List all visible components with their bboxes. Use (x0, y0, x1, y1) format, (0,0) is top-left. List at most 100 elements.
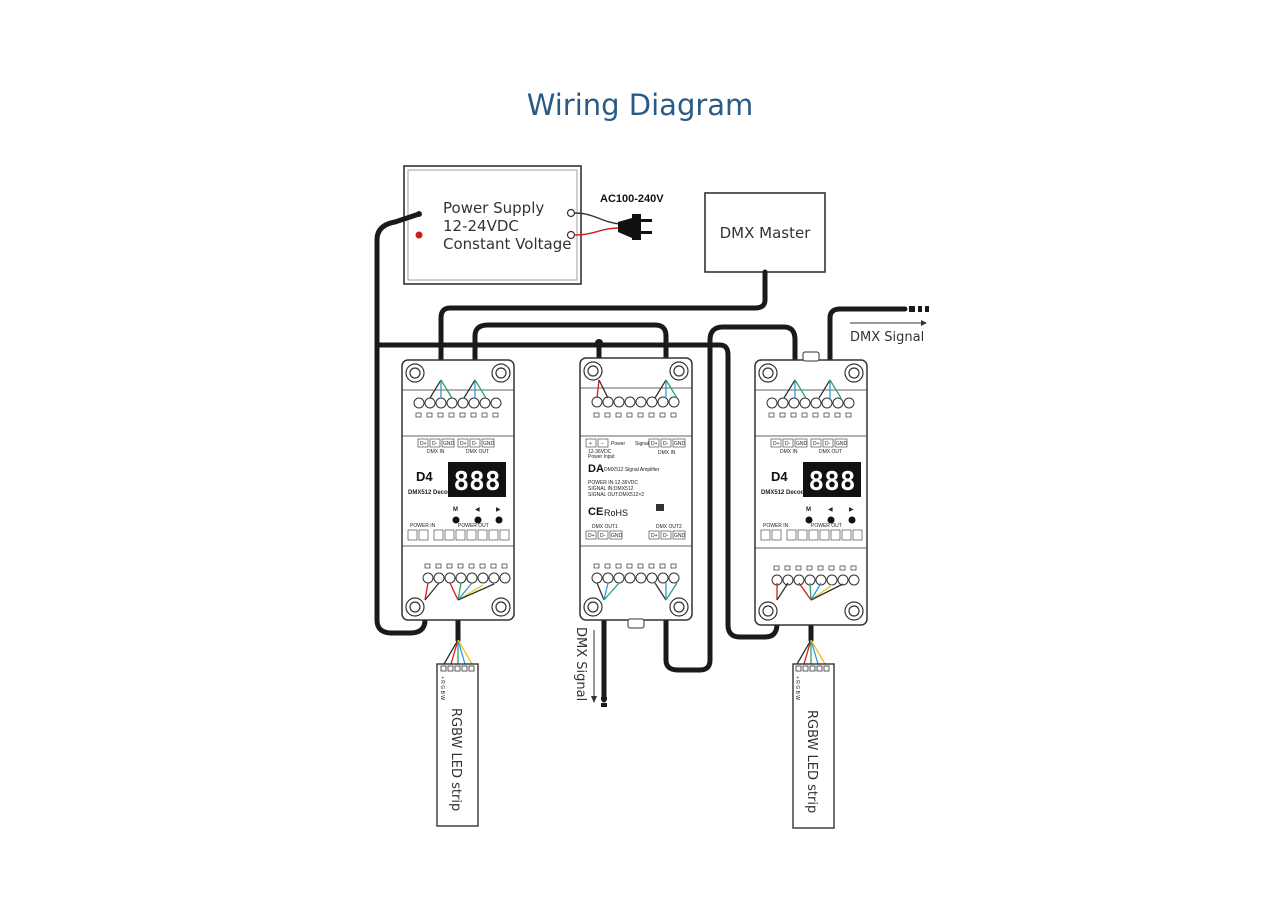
svg-text:POWER IN:12-36VDC: POWER IN:12-36VDC (588, 480, 638, 486)
dmx-out-cable (827, 306, 908, 383)
svg-text:D+: D+ (813, 441, 820, 447)
svg-text:D-: D- (663, 533, 669, 539)
svg-text:M: M (806, 507, 811, 513)
svg-text:GND: GND (836, 441, 848, 447)
svg-text:Power Input: Power Input (588, 454, 615, 460)
svg-text:D+: D+ (420, 441, 427, 447)
decoder-right-display-digits: 888 (809, 467, 856, 497)
svg-text:POWER IN: POWER IN (410, 523, 436, 529)
decoder-left-display (448, 462, 506, 497)
ce-mark: CE (588, 506, 603, 518)
decoder-left-button-right (495, 516, 503, 524)
cable-dashes (601, 306, 929, 707)
amplifier-model: DA (588, 463, 604, 475)
svg-text:GND: GND (674, 533, 686, 539)
decoder-right-display (803, 462, 861, 497)
decoder-right-button-m (805, 516, 813, 524)
svg-text:DMX IN: DMX IN (658, 450, 676, 456)
dmx-signal-label-bottom: DMX Signal (573, 627, 588, 701)
rohs-mark: RoHS (604, 508, 628, 518)
svg-text:GND: GND (796, 441, 808, 447)
decoder-left: D+ D- GND D+ D- GND DMX IN DMX OUT D4 DM… (401, 359, 515, 621)
mains-plug: AC100-240V (573, 193, 664, 240)
svg-text:D+: D+ (773, 441, 780, 447)
svg-text:◀: ◀ (828, 507, 833, 513)
svg-text:D-: D- (600, 533, 606, 539)
terminal-wires (424, 379, 844, 665)
svg-text:D+: D+ (588, 533, 595, 539)
psu-positive-terminal (415, 231, 423, 239)
weee-icon (656, 504, 664, 511)
decoder-left-display-digits: 888 (454, 467, 501, 497)
svg-text:M: M (453, 507, 458, 513)
svg-text:▶: ▶ (849, 507, 854, 513)
svg-text:DMX IN: DMX IN (427, 449, 445, 455)
power-supply-line2: 12-24VDC (443, 217, 519, 235)
led-strip-left-label: RGBW LED strip (448, 708, 463, 811)
decoder-left-button-left (474, 516, 482, 524)
svg-text:Power: Power (611, 441, 626, 447)
amplifier: + − Power Signal D+ D- GND 12-36VDC Powe… (579, 357, 693, 629)
led-strip-left: + R G B W RGBW LED strip (436, 663, 479, 827)
svg-text:D-: D- (432, 441, 438, 447)
power-supply-line3: Constant Voltage (443, 235, 571, 253)
svg-text:SIGNAL OUT:DMX512×2: SIGNAL OUT:DMX512×2 (588, 492, 644, 498)
led-strip-left-pins: + R G B W (439, 676, 445, 700)
amplifier-name: DMX512 Signal Amplifier (604, 467, 660, 473)
svg-text:◀: ◀ (475, 507, 480, 513)
svg-text:POWER IN: POWER IN (763, 523, 789, 529)
decoder-left-button-m (452, 516, 460, 524)
svg-text:GND: GND (611, 533, 623, 539)
decoder-left-dmx-terminals: D+ D- GND D+ D- GND DMX IN DMX OUT (417, 438, 495, 455)
decoder-right: D+ D- GND D+ D- GND DMX IN DMX OUT D4 DM… (754, 351, 868, 626)
power-cable-left (374, 211, 428, 636)
decoder-right-model: D4 (771, 469, 788, 484)
svg-text:−: − (601, 441, 604, 447)
power-bus (374, 342, 780, 640)
svg-text:D-: D- (472, 441, 478, 447)
decoder-right-button-right (848, 516, 856, 524)
dmx-master: DMX Master (704, 192, 826, 273)
svg-text:SIGNAL IN:DMX512: SIGNAL IN:DMX512 (588, 486, 634, 492)
svg-text:Signal: Signal (635, 441, 649, 447)
svg-text:D-: D- (663, 441, 669, 447)
svg-text:DMX OUT2: DMX OUT2 (656, 524, 682, 530)
svg-text:D+: D+ (651, 533, 658, 539)
svg-text:D-: D- (785, 441, 791, 447)
svg-text:DMX OUT: DMX OUT (466, 449, 489, 455)
svg-text:DMX OUT1: DMX OUT1 (592, 524, 618, 530)
power-supply: Power Supply 12-24VDC Constant Voltage (403, 165, 582, 285)
decoder-left-power-terminals (407, 529, 510, 541)
svg-text:+: + (589, 441, 592, 447)
led-strip-right-pins: + R G B W (794, 676, 800, 700)
decoder-right-dmx-terminals: D+ D- GND D+ D- GND DMX IN DMX OUT (770, 438, 848, 455)
dmx-link-cable (472, 322, 669, 383)
svg-text:D+: D+ (651, 441, 658, 447)
svg-text:GND: GND (674, 441, 686, 447)
svg-text:D-: D- (825, 441, 831, 447)
svg-text:DMX IN: DMX IN (780, 449, 798, 455)
amp-out2-cable (663, 324, 798, 673)
decoder-left-name: DMX512 Decoder (408, 490, 458, 496)
decoder-right-button-left (827, 516, 835, 524)
dmx-signal-label-right: DMX Signal (850, 330, 924, 345)
decoder-right-name: DMX512 Decoder (761, 490, 811, 496)
svg-text:DMX OUT: DMX OUT (819, 449, 842, 455)
svg-text:D+: D+ (460, 441, 467, 447)
decoder-right-power-terminals (760, 529, 863, 541)
led-strip-right-label: RGBW LED strip (804, 710, 819, 813)
svg-text:▶: ▶ (496, 507, 501, 513)
svg-text:POWER OUT: POWER OUT (811, 523, 842, 529)
dmx-master-cable (438, 269, 768, 383)
dmx-master-label: DMX Master (720, 224, 812, 242)
led-strip-right: + R G B W RGBW LED strip (792, 663, 835, 829)
power-supply-line1: Power Supply (443, 199, 544, 217)
decoder-left-model: D4 (416, 469, 433, 484)
svg-text:GND: GND (443, 441, 455, 447)
svg-text:12-36VDC: 12-36VDC (588, 449, 612, 455)
page-title: Wiring Diagram (526, 88, 754, 122)
svg-text:GND: GND (483, 441, 495, 447)
svg-text:POWER OUT: POWER OUT (458, 523, 489, 529)
mains-label: AC100-240V (600, 193, 664, 205)
